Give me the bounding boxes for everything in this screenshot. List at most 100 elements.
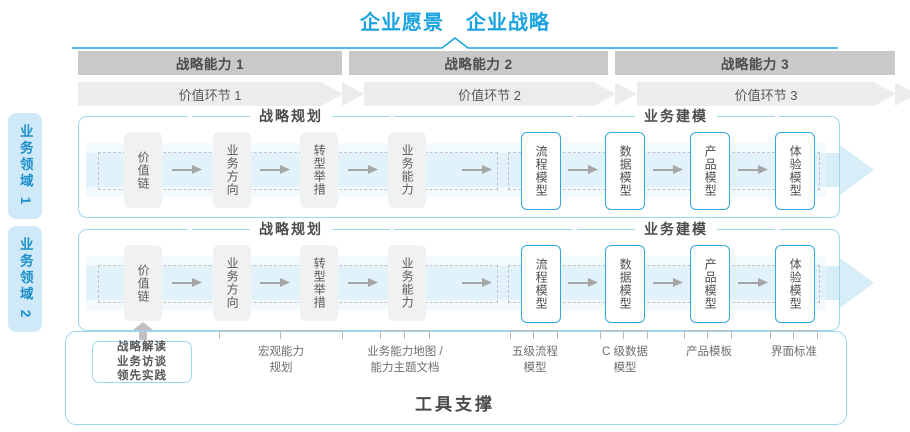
caption-process-model: 五级流程 模型 [512, 346, 558, 374]
node-label: 流程模型 [534, 258, 549, 310]
value-bar-1[interactable]: 价值环节 1 [78, 82, 364, 106]
arrow-icon [348, 278, 378, 287]
node-process-model-2[interactable]: 流程模型 [521, 245, 561, 323]
capability-bar-2[interactable]: 战略能力 2 [349, 51, 608, 75]
node-label: 业务方向 [225, 257, 240, 309]
node-label: 业务能力 [400, 257, 415, 309]
brace-data-model [600, 327, 648, 339]
caption-rule-left [577, 228, 635, 230]
arrow-icon [172, 278, 202, 287]
tool-chip-line-2: 业务访谈 [117, 355, 167, 368]
node-label: 价值链 [136, 150, 151, 190]
node-label: 流程模型 [534, 145, 549, 197]
enterprise-vision-title: 企业愿景 [360, 12, 444, 34]
value-bar-2[interactable]: 价值环节 2 [364, 82, 637, 106]
capability-bar-1-label: 战略能力 1 [175, 57, 245, 72]
arrow-icon [462, 165, 492, 174]
brace-macro-capability [219, 327, 343, 339]
node-label: 产品模型 [703, 145, 718, 197]
node-label: 数据模型 [618, 258, 633, 310]
section-caption-modeling-2: 业务建模 [573, 221, 779, 237]
domain-1-label: 业务领域 1 [17, 124, 33, 208]
node-label: 体验模型 [788, 258, 803, 310]
tool-chip-line-3: 领先实践 [117, 370, 167, 383]
brace-ui-standard [770, 327, 818, 339]
node-value-chain-1[interactable]: 价值链 [124, 132, 162, 208]
node-business-direction-1[interactable]: 业务方向 [213, 132, 251, 208]
caption-rule-left [192, 228, 250, 230]
arrow-icon [653, 165, 683, 174]
value-bar-3[interactable]: 价值环节 3 [637, 82, 910, 106]
brace-process-model [510, 327, 558, 339]
capability-bar-3[interactable]: 战略能力 3 [615, 51, 895, 75]
tool-chip-strategy[interactable]: 战略解读 业务访谈 领先实践 [92, 341, 192, 383]
sidebar-item-domain-2[interactable]: 业务领域 2 [8, 226, 42, 332]
modeling-title-1: 业务建模 [644, 108, 708, 124]
section-caption-planning-1: 战略规划 [188, 108, 394, 124]
node-experience-model-2[interactable]: 体验模型 [775, 245, 815, 323]
capability-bar-2-label: 战略能力 2 [444, 57, 513, 72]
arrow-icon [568, 165, 598, 174]
flow-arrow-head-row2-icon [840, 258, 874, 308]
node-transformation-measure-1[interactable]: 转型举措 [300, 132, 338, 208]
flow-arrow-head-row1-icon [840, 145, 874, 195]
node-business-capability-1[interactable]: 业务能力 [388, 132, 426, 208]
caption-data-model: C 级数据 模型 [602, 346, 648, 374]
caption-rule-left [192, 115, 250, 117]
dashed-group-modeling-1 [508, 152, 820, 190]
sidebar-item-domain-1[interactable]: 业务领域 1 [8, 113, 42, 219]
planning-title-2: 战略规划 [259, 221, 323, 237]
chevron-point-icon [615, 82, 637, 106]
arrow-icon [568, 278, 598, 287]
node-label: 转型举措 [312, 257, 327, 309]
section-caption-modeling-1: 业务建模 [573, 108, 779, 124]
tool-chip-line-1: 战略解读 [117, 341, 167, 354]
header-titles: 企业愿景 企业战略 [0, 6, 910, 35]
dashed-group-planning-1 [98, 152, 498, 190]
row-container-2 [78, 229, 840, 331]
enterprise-strategy-title: 企业战略 [466, 12, 550, 34]
arrow-icon [260, 165, 290, 174]
caption-capability-map: 业务能力地图 / 能力主题文档 [367, 346, 443, 374]
dashed-group-modeling-2 [508, 265, 820, 303]
node-business-capability-2[interactable]: 业务能力 [388, 245, 426, 321]
caption-ui-standard: 界面标准 [771, 346, 817, 358]
node-label: 转型举措 [312, 144, 327, 196]
node-process-model-1[interactable]: 流程模型 [521, 132, 561, 210]
header-connector-line [72, 36, 838, 49]
arrow-icon [653, 278, 683, 287]
capability-bar-1[interactable]: 战略能力 1 [78, 51, 342, 75]
node-label: 产品模型 [703, 258, 718, 310]
caption-rule-left [577, 115, 635, 117]
node-data-model-2[interactable]: 数据模型 [605, 245, 645, 323]
tool-support-title: 工具支撑 [415, 395, 495, 414]
caption-rule-right [332, 228, 390, 230]
arrow-icon [462, 278, 492, 287]
node-value-chain-2[interactable]: 价值链 [124, 245, 162, 321]
arrow-icon [260, 278, 290, 287]
section-caption-planning-2: 战略规划 [188, 221, 394, 237]
value-bar-2-label: 价值环节 2 [458, 87, 521, 103]
node-business-direction-2[interactable]: 业务方向 [213, 245, 251, 321]
node-transformation-measure-2[interactable]: 转型举措 [300, 245, 338, 321]
caption-rule-right [332, 115, 390, 117]
node-label: 体验模型 [788, 145, 803, 197]
row-container-1 [78, 116, 840, 218]
chevron-point-icon [342, 82, 364, 106]
node-experience-model-1[interactable]: 体验模型 [775, 132, 815, 210]
node-label: 业务方向 [225, 144, 240, 196]
caption-macro-capability: 宏观能力 规划 [258, 346, 304, 374]
node-product-model-2[interactable]: 产品模型 [690, 245, 730, 323]
up-arrow-icon [133, 322, 153, 340]
tool-support-container [65, 331, 847, 425]
value-bar-1-label: 价值环节 1 [178, 87, 242, 103]
caption-rule-right [717, 228, 775, 230]
capability-bar-3-label: 战略能力 3 [720, 57, 790, 72]
node-data-model-1[interactable]: 数据模型 [605, 132, 645, 210]
node-product-model-1[interactable]: 产品模型 [690, 132, 730, 210]
arrow-icon [738, 278, 768, 287]
chevron-point-icon [895, 82, 910, 106]
node-label: 价值链 [136, 263, 151, 303]
node-label: 业务能力 [400, 144, 415, 196]
